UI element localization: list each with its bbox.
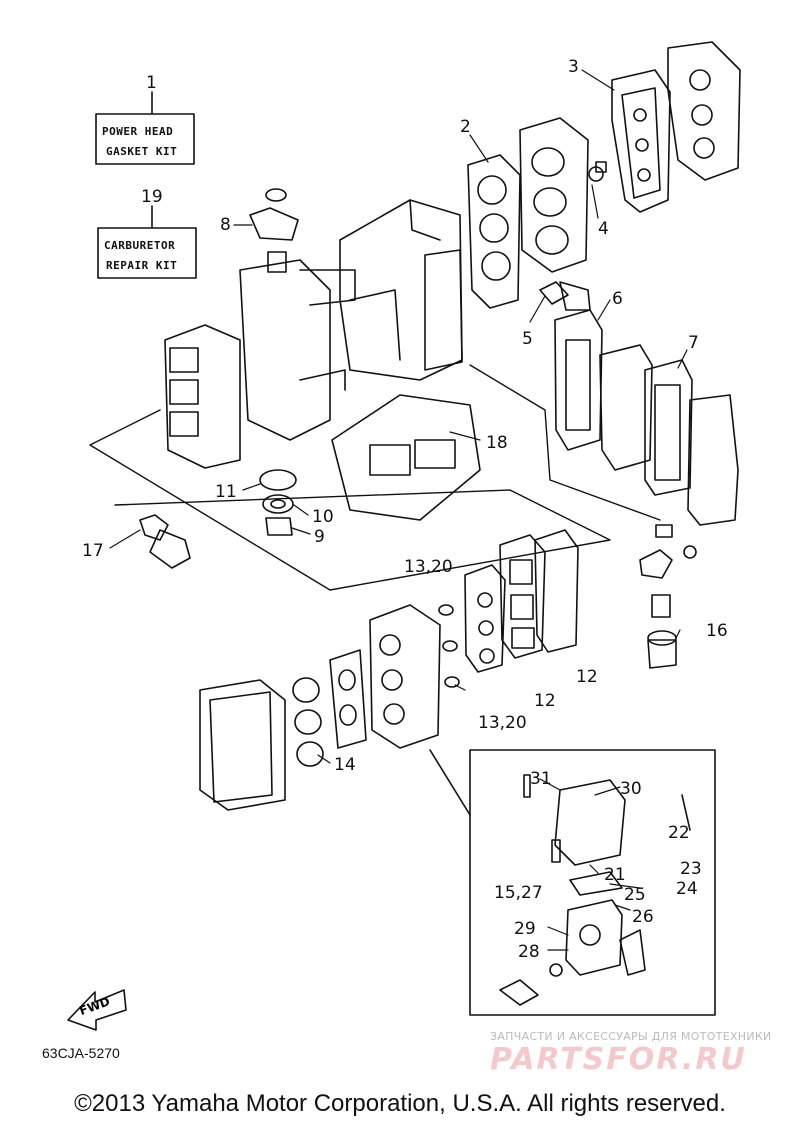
oil-seal — [262, 494, 294, 514]
callout-9: 9 — [314, 527, 325, 547]
callout-31: 31 — [530, 769, 552, 789]
callout-13-20a: 13,20 — [404, 557, 453, 577]
silencer — [199, 679, 286, 811]
callout-12a: 12 — [534, 691, 556, 711]
fwd-arrow-icon — [67, 989, 127, 1031]
callout-1: 1 — [146, 73, 157, 93]
callout-4: 4 — [598, 219, 609, 239]
callout-8: 8 — [220, 215, 231, 235]
callout-21: 21 — [604, 865, 626, 885]
kit-box-power-head — [95, 91, 195, 165]
exhaust-gasket-6 — [554, 309, 603, 451]
outer-exhaust-cover — [687, 394, 739, 526]
oil-seal-housing — [249, 188, 299, 241]
kit-box-carburetor — [97, 205, 197, 279]
callout-19: 19 — [141, 187, 163, 207]
callout-15-27: 15,27 — [494, 883, 543, 903]
reed-valve — [534, 529, 579, 653]
lower-plate — [331, 394, 481, 521]
callout-labels: 2 3 4 5 6 7 8 9 10 11 12 12 13,20 13,20 … — [82, 57, 728, 962]
copyright-notice: ©2013 Yamaha Motor Corporation, U.S.A. A… — [74, 1090, 726, 1117]
callout-29: 29 — [514, 919, 536, 939]
callout-22: 22 — [668, 823, 690, 843]
callout-2: 2 — [460, 117, 471, 137]
kit-1-line-1: POWER HEAD — [102, 125, 173, 138]
callout-6: 6 — [612, 289, 623, 309]
crankcase-block — [339, 199, 463, 381]
callout-3: 3 — [568, 57, 579, 77]
callout-13-20b: 13,20 — [478, 713, 527, 733]
intake-manifold — [369, 604, 441, 749]
kit-19-line-1: CARBURETOR — [104, 239, 175, 252]
kit-1-line-2: GASKET KIT — [106, 145, 177, 158]
intake-gasket-a — [464, 564, 506, 673]
callout-26: 26 — [632, 907, 654, 927]
fuel-filter — [639, 524, 697, 669]
watermark-tagline: ЗАПЧАСТИ И АКСЕССУАРЫ ДЛЯ МОТОТЕХНИКИ — [490, 1030, 772, 1043]
callout-16: 16 — [706, 621, 728, 641]
manifold-gasket — [329, 649, 367, 749]
leader-lines — [109, 69, 688, 951]
callout-18: 18 — [486, 433, 508, 453]
carburetor-detail-box — [429, 749, 716, 1016]
cylinder-head-cover — [611, 41, 741, 213]
plug-part — [588, 161, 607, 182]
callout-17: 17 — [82, 541, 104, 561]
thermostat-gasket — [539, 281, 591, 311]
watermark-logo: PARTSFOR.RU — [490, 1042, 747, 1077]
head-gasket — [467, 154, 521, 309]
intake-gasket-b — [499, 534, 546, 659]
callout-23: 23 — [680, 859, 702, 879]
callout-7: 7 — [688, 333, 699, 353]
o-ring — [259, 469, 297, 491]
carburetor-body — [499, 774, 691, 1006]
exhaust-cover — [164, 324, 241, 469]
callout-12b: 12 — [576, 667, 598, 687]
elbow-fitting — [139, 514, 191, 569]
callout-28: 28 — [518, 942, 540, 962]
cylinder-head — [519, 117, 589, 273]
callout-14: 14 — [334, 755, 356, 775]
callout-5: 5 — [522, 329, 533, 349]
callout-25: 25 — [624, 885, 646, 905]
callout-10: 10 — [312, 507, 334, 527]
kit-19-line-2: REPAIR KIT — [106, 259, 177, 272]
crankshaft — [239, 251, 356, 441]
fwd-label: FWD — [78, 994, 112, 1018]
part-number: 63CJA-5270 — [42, 1045, 120, 1061]
bushing — [265, 517, 293, 536]
callout-24: 24 — [676, 879, 698, 899]
intake-o-rings-14 — [292, 677, 324, 767]
small-o-rings — [438, 604, 460, 688]
assembly-frame — [89, 364, 661, 591]
callout-30: 30 — [620, 779, 642, 799]
inner-exhaust-cover — [599, 344, 653, 471]
callout-11: 11 — [215, 482, 237, 502]
